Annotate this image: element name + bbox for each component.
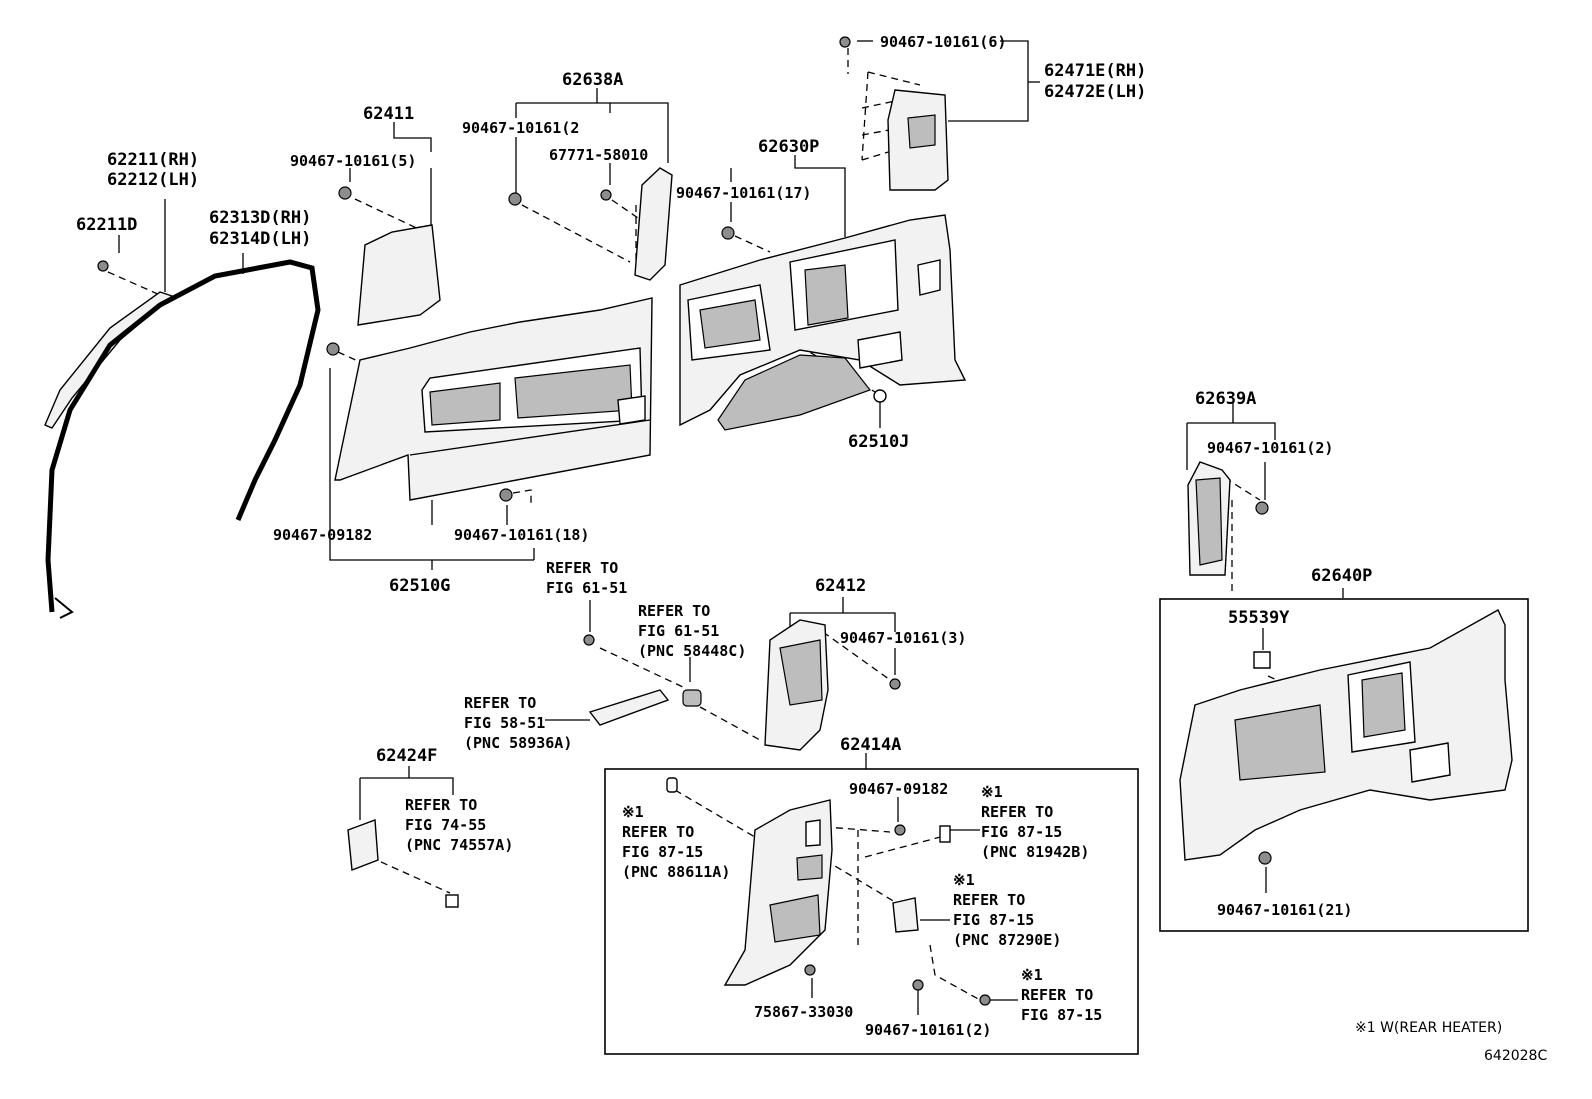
label-62510j: 62510J: [848, 432, 910, 452]
figure-code: 642028C: [1484, 1048, 1548, 1064]
label-refer-58-51: REFER TO FIG 58-51 (PNC 58936A): [464, 694, 573, 752]
label-clip-62638a: 90467-10161(2: [462, 119, 580, 137]
label-refer-61-51-b: REFER TO FIG 61-51 (PNC 58448C): [638, 602, 747, 660]
label-refer-87290e: ※1 REFER TO FIG 87-15 (PNC 87290E): [953, 871, 1062, 949]
label-62414a: 62414A: [840, 735, 902, 755]
footnote: ※1 W(REAR HEATER): [1355, 1020, 1503, 1036]
weatherstrip-62313d: [45, 259, 321, 613]
label-62639a: 62639A: [1195, 389, 1257, 409]
label-62640p: 62640P: [1311, 566, 1373, 586]
label-62471e-rh: 62471E(RH): [1044, 61, 1147, 81]
label-clip-62471e: 90467-10161(6): [880, 33, 1007, 51]
label-62424f: 62424F: [376, 746, 438, 766]
label-clip-09182-a: 90467-09182: [273, 526, 373, 544]
garnish-62414a: [723, 799, 833, 986]
label-62510g: 62510G: [389, 576, 451, 596]
label-refer-88611a: ※1 REFER TO FIG 87-15 (PNC 88611A): [622, 803, 731, 881]
label-refer-87-15: ※1 REFER TO FIG 87-15: [1021, 966, 1103, 1024]
label-clip-2b: 90467-10161(2): [865, 1021, 992, 1039]
label-clip-18: 90467-10161(18): [454, 526, 590, 544]
quarter-trim-62640p: [1179, 609, 1513, 861]
62414a-group-box: [604, 768, 1139, 1055]
label-55539y: 55539Y: [1228, 608, 1290, 628]
label-62472e-lh: 62472E(LH): [1044, 82, 1147, 102]
label-refer-81942b: ※1 REFER TO FIG 87-15 (PNC 81942B): [981, 783, 1090, 861]
label-clip-62630p: 90467-10161(17): [676, 184, 812, 202]
label-62412: 62412: [815, 576, 867, 596]
label-refer-61-51-a: REFER TO FIG 61-51: [546, 559, 628, 597]
label-refer-74-55: REFER TO FIG 74-55 (PNC 74557A): [405, 796, 514, 854]
label-62638a: 62638A: [562, 70, 624, 90]
label-62630p: 62630P: [758, 137, 820, 157]
label-clip-62639a: 90467-10161(2): [1207, 439, 1334, 457]
bushing-58448c: [682, 689, 702, 707]
label-clip-62412: 90467-10161(3): [840, 629, 967, 647]
label-62314d-lh: 62314D(LH): [209, 229, 312, 249]
label-clip-21: 90467-10161(21): [1217, 901, 1353, 919]
label-67771: 67771-58010: [549, 146, 649, 164]
label-clip-62411: 90467-10161(5): [290, 152, 417, 170]
leader-lines: [107, 40, 1344, 1015]
link-arm-58936a: [588, 689, 670, 726]
label-62411: 62411: [363, 104, 415, 124]
pillar-garnish-62638a: [634, 167, 673, 281]
label-62211d: 62211D: [76, 215, 138, 235]
label-62212-lh: 62212(LH): [107, 170, 200, 190]
label-75867: 75867-33030: [754, 1003, 854, 1021]
label-62313d-rh: 62313D(RH): [209, 208, 312, 228]
label-62211-rh: 62211(RH): [107, 150, 200, 170]
label-clip-09182-b: 90467-09182: [849, 780, 949, 798]
clips: [97, 36, 1272, 1006]
upper-garnish-62411: [357, 224, 441, 326]
bracket-62424f: [347, 819, 379, 871]
62640p-group-box: [1159, 598, 1529, 932]
